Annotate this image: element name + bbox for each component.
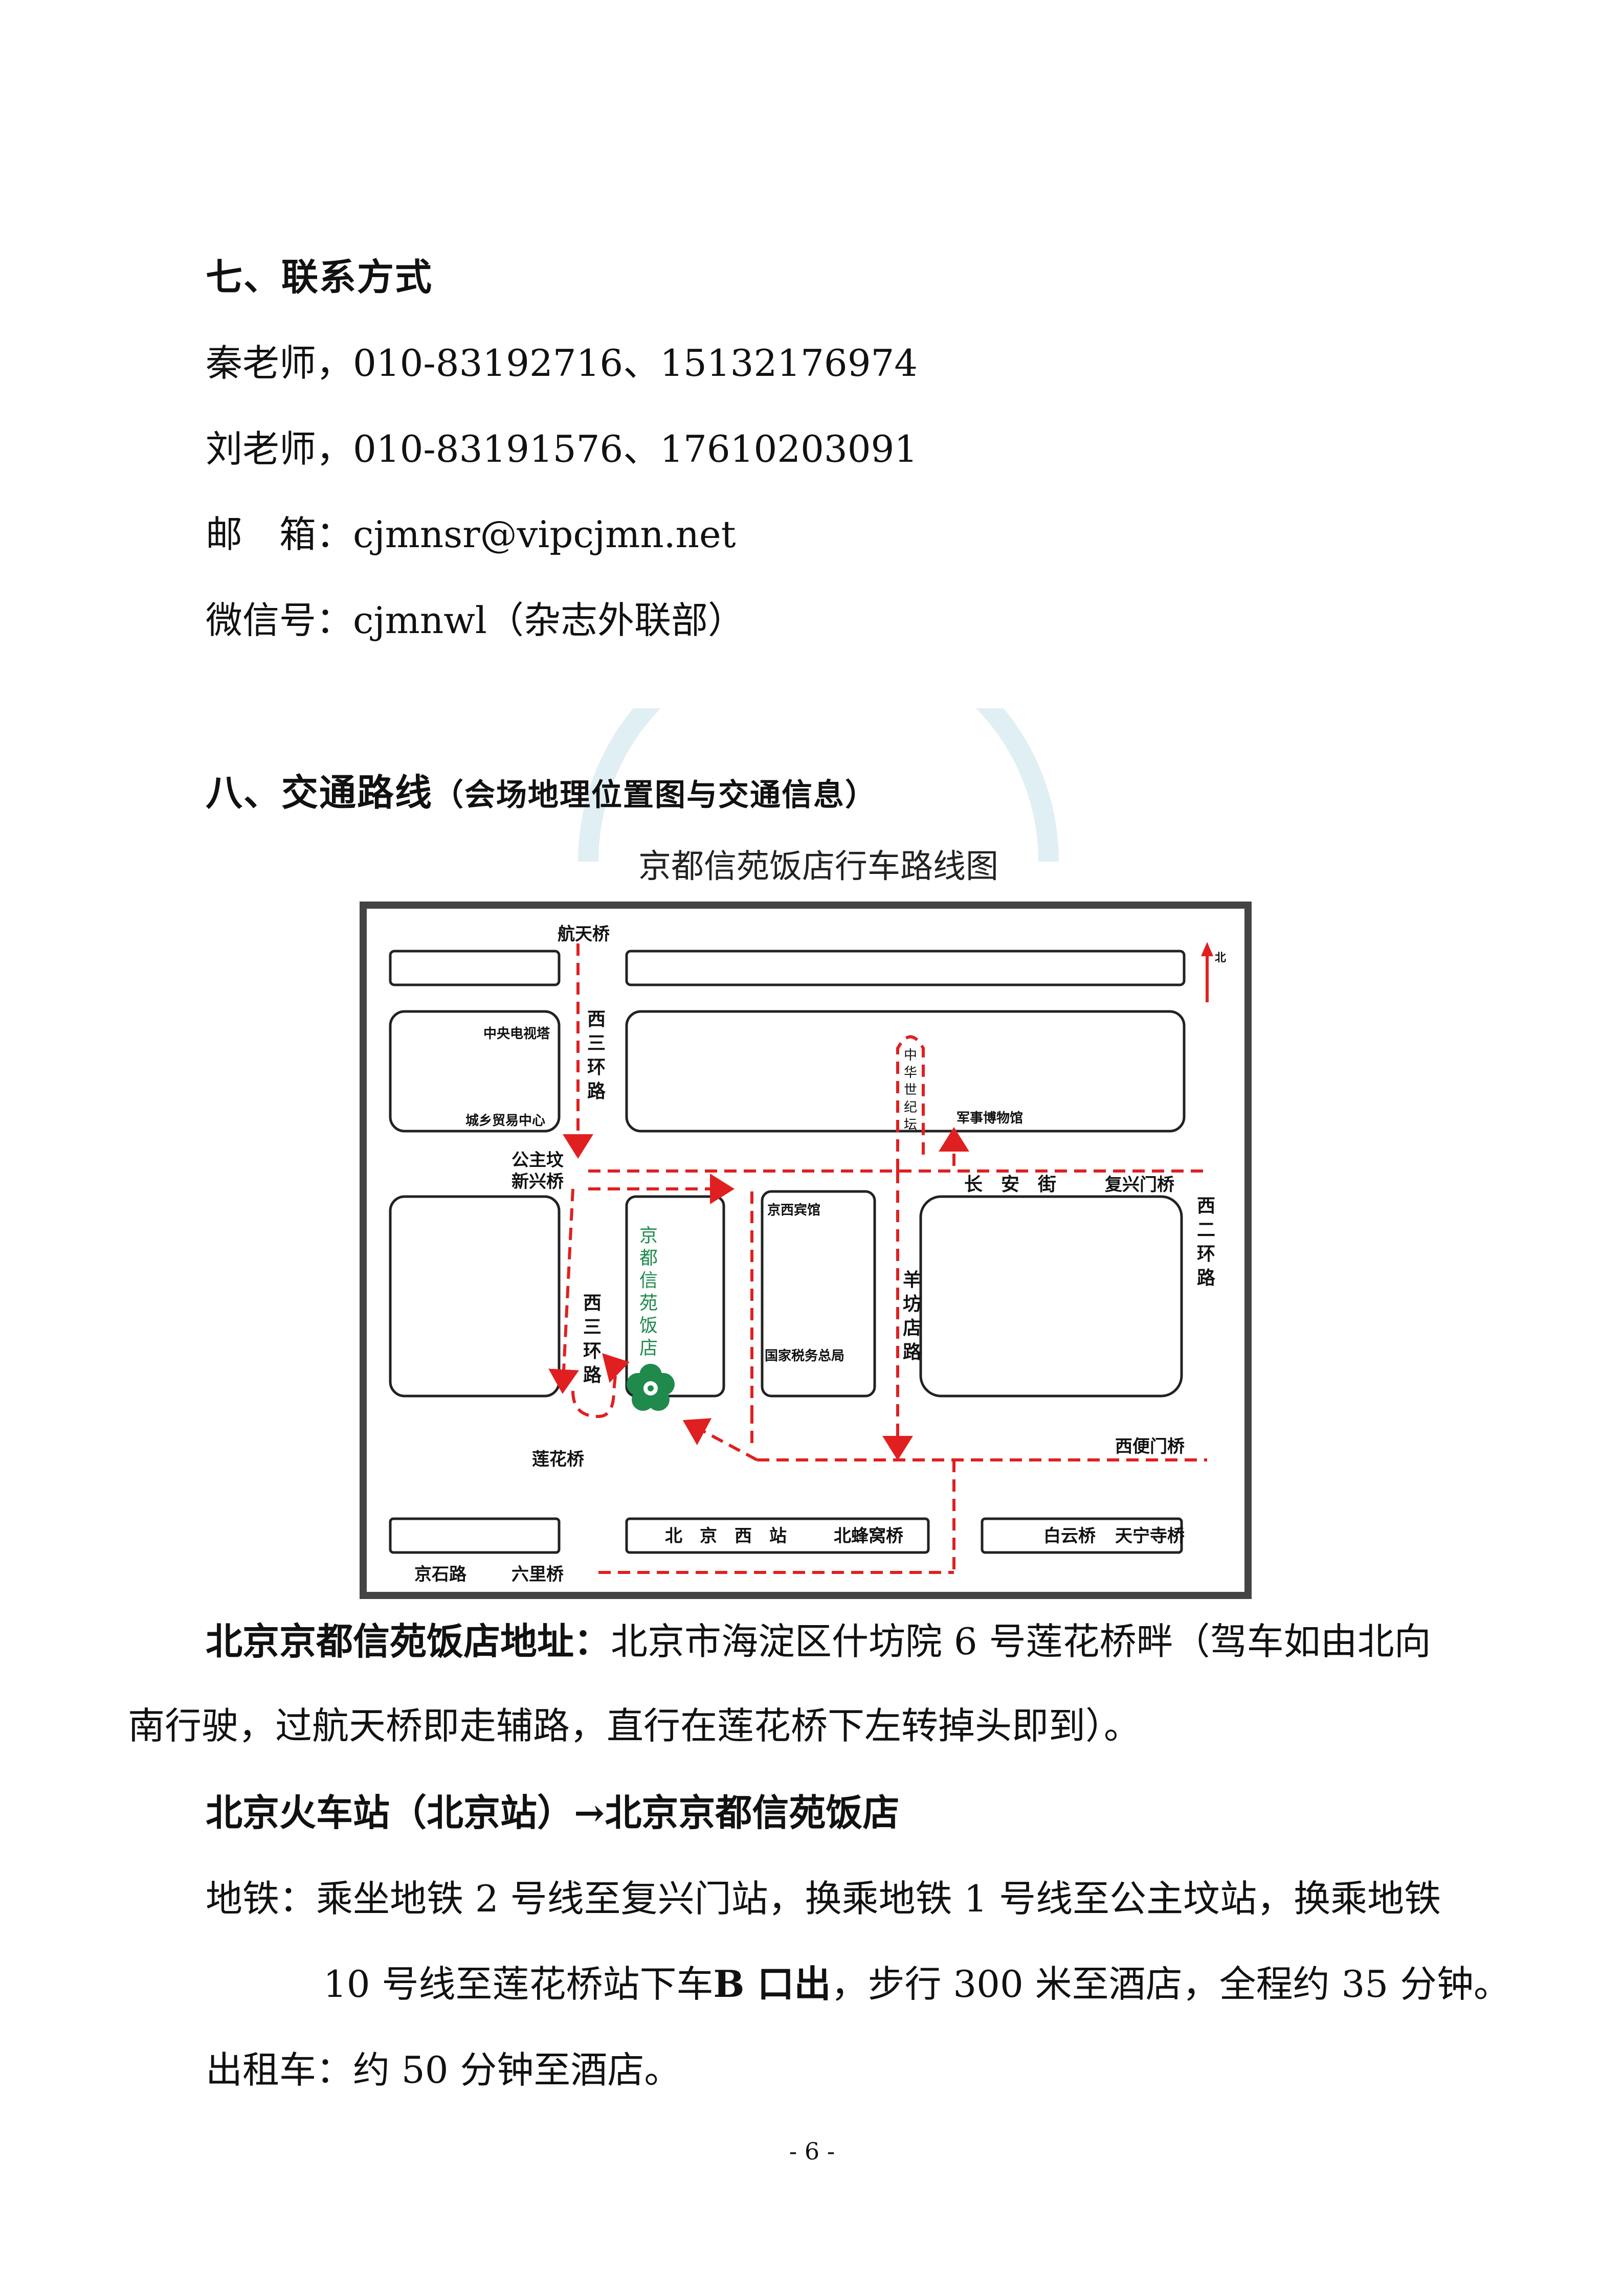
label-zhonghua-2: 华: [904, 1065, 917, 1081]
label-xisanhuan-bottom-1: 西: [583, 1293, 602, 1314]
watermark-arc: [578, 708, 1059, 862]
label-yangfang-2: 坊: [903, 1294, 921, 1315]
block-east: [919, 1195, 1183, 1398]
label-yangfang-3: 店: [903, 1318, 921, 1339]
contact-line-qin: 秦老师，010-83192716、15132176974: [206, 342, 918, 385]
subway-line-2c: ，步行 300 米至酒店，全程约 35 分钟。: [831, 1963, 1511, 2006]
address-line-2: 南行驶，过航天桥即走辅路，直行在莲花桥下左转掉头即到）。: [128, 1704, 1141, 1747]
label-xisanhuan-top-4: 路: [587, 1081, 606, 1102]
label-north: 北: [1215, 952, 1226, 964]
contact-line-email: 邮 箱：cjmnsr@vipcjmn.net: [206, 513, 736, 556]
label-beifeng: 北蜂窝桥: [834, 1526, 903, 1546]
label-hotel-5: 饭: [639, 1315, 658, 1336]
label-xierhuan-4: 路: [1197, 1268, 1216, 1289]
block-hotel: [625, 1195, 725, 1398]
address-label: 北京京都信苑饭店地址：: [206, 1619, 611, 1663]
label-tianning: 天宁寺桥: [1115, 1526, 1185, 1546]
label-hotel-6: 店: [639, 1338, 658, 1359]
label-shuiwu: 国家税务总局: [765, 1348, 844, 1364]
label-zhonghua-5: 坛: [904, 1117, 917, 1133]
block-cctv: [389, 1010, 561, 1133]
block-beijingxi: [625, 1517, 930, 1554]
label-trade: 城乡贸易中心: [465, 1113, 545, 1129]
address-text: 北京市海淀区什坊院 6 号莲花桥畔（驾车如由北向: [611, 1620, 1431, 1663]
label-yangfang-1: 羊: [903, 1270, 921, 1291]
label-gongzhufen: 公主坟: [511, 1150, 564, 1170]
transport-heading-main: 八、交通路线: [206, 771, 433, 814]
taxi-line: 出租车：约 50 分钟至酒店。: [206, 2049, 681, 2091]
label-changan: 长 安 街: [964, 1174, 1056, 1195]
label-hotel-1: 京: [639, 1225, 658, 1246]
label-hotel-2: 都: [639, 1248, 658, 1269]
label-xierhuan-2: 二: [1197, 1220, 1215, 1241]
block-jingxi: [761, 1190, 876, 1398]
label-jingxi: 京西宾馆: [767, 1202, 820, 1218]
label-yangfang-4: 路: [903, 1342, 922, 1363]
subway-exit: B 口出: [713, 1962, 831, 2006]
block-top-left: [389, 950, 561, 986]
label-liuli: 六里桥: [511, 1564, 564, 1585]
label-zhonghua-4: 纪: [904, 1100, 917, 1115]
label-xierhuan-3: 环: [1197, 1244, 1215, 1265]
label-xisanhuan-bottom-2: 三: [583, 1317, 602, 1338]
label-xinxing: 新兴桥: [511, 1172, 564, 1192]
label-beijingxi: 北 京 西 站: [665, 1526, 787, 1546]
block-military: [625, 1010, 1186, 1133]
label-xisanhuan-top-2: 三: [587, 1033, 606, 1054]
label-cctv: 中央电视塔: [483, 1026, 550, 1042]
contact-line-wechat: 微信号：cjmnwl（杂志外联部）: [206, 599, 745, 642]
label-xisanhuan-top-3: 环: [587, 1057, 606, 1078]
station-heading: 北京火车站（北京站）→北京京都信苑饭店: [206, 1791, 900, 1834]
address-line-1: 北京京都信苑饭店地址：北京市海淀区什坊院 6 号莲花桥畔（驾车如由北向: [206, 1618, 1431, 1664]
block-jingshi: [389, 1517, 561, 1554]
page-number: - 6 -: [789, 2137, 835, 2165]
label-hangtian: 航天桥: [558, 924, 610, 944]
label-jingshi: 京石路: [414, 1564, 467, 1585]
label-xisanhuan-top-1: 西: [587, 1009, 606, 1030]
label-xisanhuan-bottom-4: 路: [583, 1365, 602, 1386]
transport-subheading: （会场地理位置图与交通信息）: [433, 777, 877, 813]
north-arrow-icon: [1201, 942, 1213, 1002]
label-xibianmen: 西便门桥: [1115, 1436, 1185, 1457]
label-military: 军事博物馆: [956, 1110, 1023, 1126]
label-hotel-4: 苑: [639, 1293, 658, 1314]
label-hotel-3: 信: [639, 1270, 658, 1291]
route-map: 航天桥 北 中央电视塔 城乡贸易中心 军事博物馆 公主坟 新兴桥 长 安 街 复…: [360, 902, 1252, 1599]
block-west: [389, 1195, 561, 1398]
subway-line-2: 10 号线至莲花桥站下车B 口出，步行 300 米至酒店，全程约 35 分钟。: [323, 1961, 1510, 2007]
label-zhonghua-3: 世: [904, 1083, 917, 1098]
block-top-right: [625, 950, 1186, 986]
hotel-logo-icon: [627, 1364, 675, 1411]
label-xisanhuan-bottom-3: 环: [583, 1341, 602, 1362]
transport-heading: 八、交通路线（会场地理位置图与交通信息）: [206, 770, 877, 818]
subway-line-2a: 10 号线至莲花桥站下车: [323, 1963, 714, 2006]
label-baiyun: 白云桥: [1043, 1526, 1096, 1546]
label-xierhuan-1: 西: [1197, 1196, 1215, 1217]
label-lianhua: 莲花桥: [532, 1449, 584, 1470]
label-zhonghua-1: 中: [904, 1048, 917, 1063]
contact-heading: 七、联系方式: [206, 255, 433, 299]
subway-line-1: 地铁：乘坐地铁 2 号线至复兴门站，换乘地铁 1 号线至公主坟站，换乘地铁: [206, 1877, 1441, 1920]
label-fuxingmen: 复兴门桥: [1105, 1175, 1174, 1195]
route-lines: [548, 943, 1210, 1574]
block-baiyun: [981, 1517, 1183, 1554]
map-title: 京都信苑饭店行车路线图: [638, 848, 998, 886]
contact-line-liu: 刘老师，010-83191576、17610203091: [206, 427, 918, 470]
